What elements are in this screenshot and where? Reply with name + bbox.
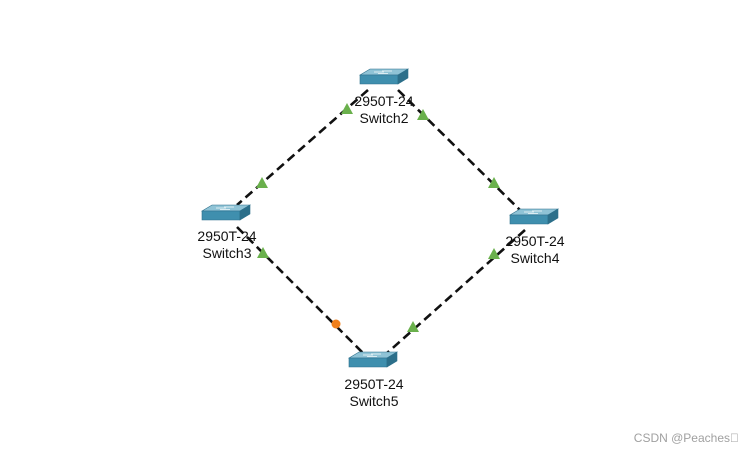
link-switch4-switch5[interactable] [385,229,526,355]
device-label-switch5[interactable]: 2950T-24 Switch5 [314,376,434,410]
port-up-indicator [257,247,269,258]
device-model: 2950T-24 [344,376,404,392]
device-name: Switch3 [202,245,252,261]
device-name: Switch5 [349,393,399,409]
device-model: 2950T-24 [354,93,414,109]
switch-icon[interactable] [509,208,559,225]
switch-icon[interactable] [348,351,398,368]
port-up-indicator [488,177,500,188]
device-label-switch3[interactable]: 2950T-24 Switch3 [167,228,287,262]
device-name: Switch4 [510,250,560,266]
link-switch2-switch4[interactable] [397,89,526,216]
device-model: 2950T-24 [197,228,257,244]
switch-icon[interactable] [359,68,409,85]
link-switch3-switch5[interactable] [236,226,366,356]
watermark-text: CSDN @Peaches  [633,431,739,445]
device-name: Switch2 [359,110,409,126]
port-up-indicator [407,321,419,332]
port-up-indicator [488,248,500,259]
device-label-switch2[interactable]: 2950T-24 Switch2 [324,93,444,127]
port-up-indicator [417,109,429,120]
port-up-indicator [256,177,268,188]
port-up-indicator [341,103,353,114]
switch-icon[interactable] [201,204,251,221]
device-model: 2950T-24 [505,233,565,249]
device-label-switch4[interactable]: 2950T-24 Switch4 [475,233,595,267]
port-blocking-indicator [331,319,341,329]
